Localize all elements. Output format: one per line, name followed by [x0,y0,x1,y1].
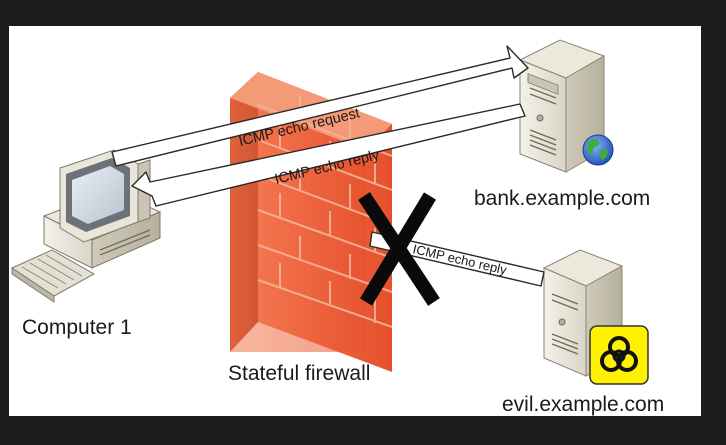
bank-reply-arrow [131,103,526,207]
evil-server-label: evil.example.com [502,393,665,416]
bank-server-label: bank.example.com [474,187,651,210]
evil-reply-arrow [369,231,545,287]
echo-request-arrow [111,45,529,167]
biohazard-icon [589,325,649,385]
desktop-computer-icon [42,149,162,269]
firewall-label: Stateful firewall [228,362,371,385]
x-mark-icon [358,192,440,306]
globe-icon [582,134,614,166]
computer-label: Computer 1 [22,316,132,339]
keyboard-icon [10,249,96,303]
